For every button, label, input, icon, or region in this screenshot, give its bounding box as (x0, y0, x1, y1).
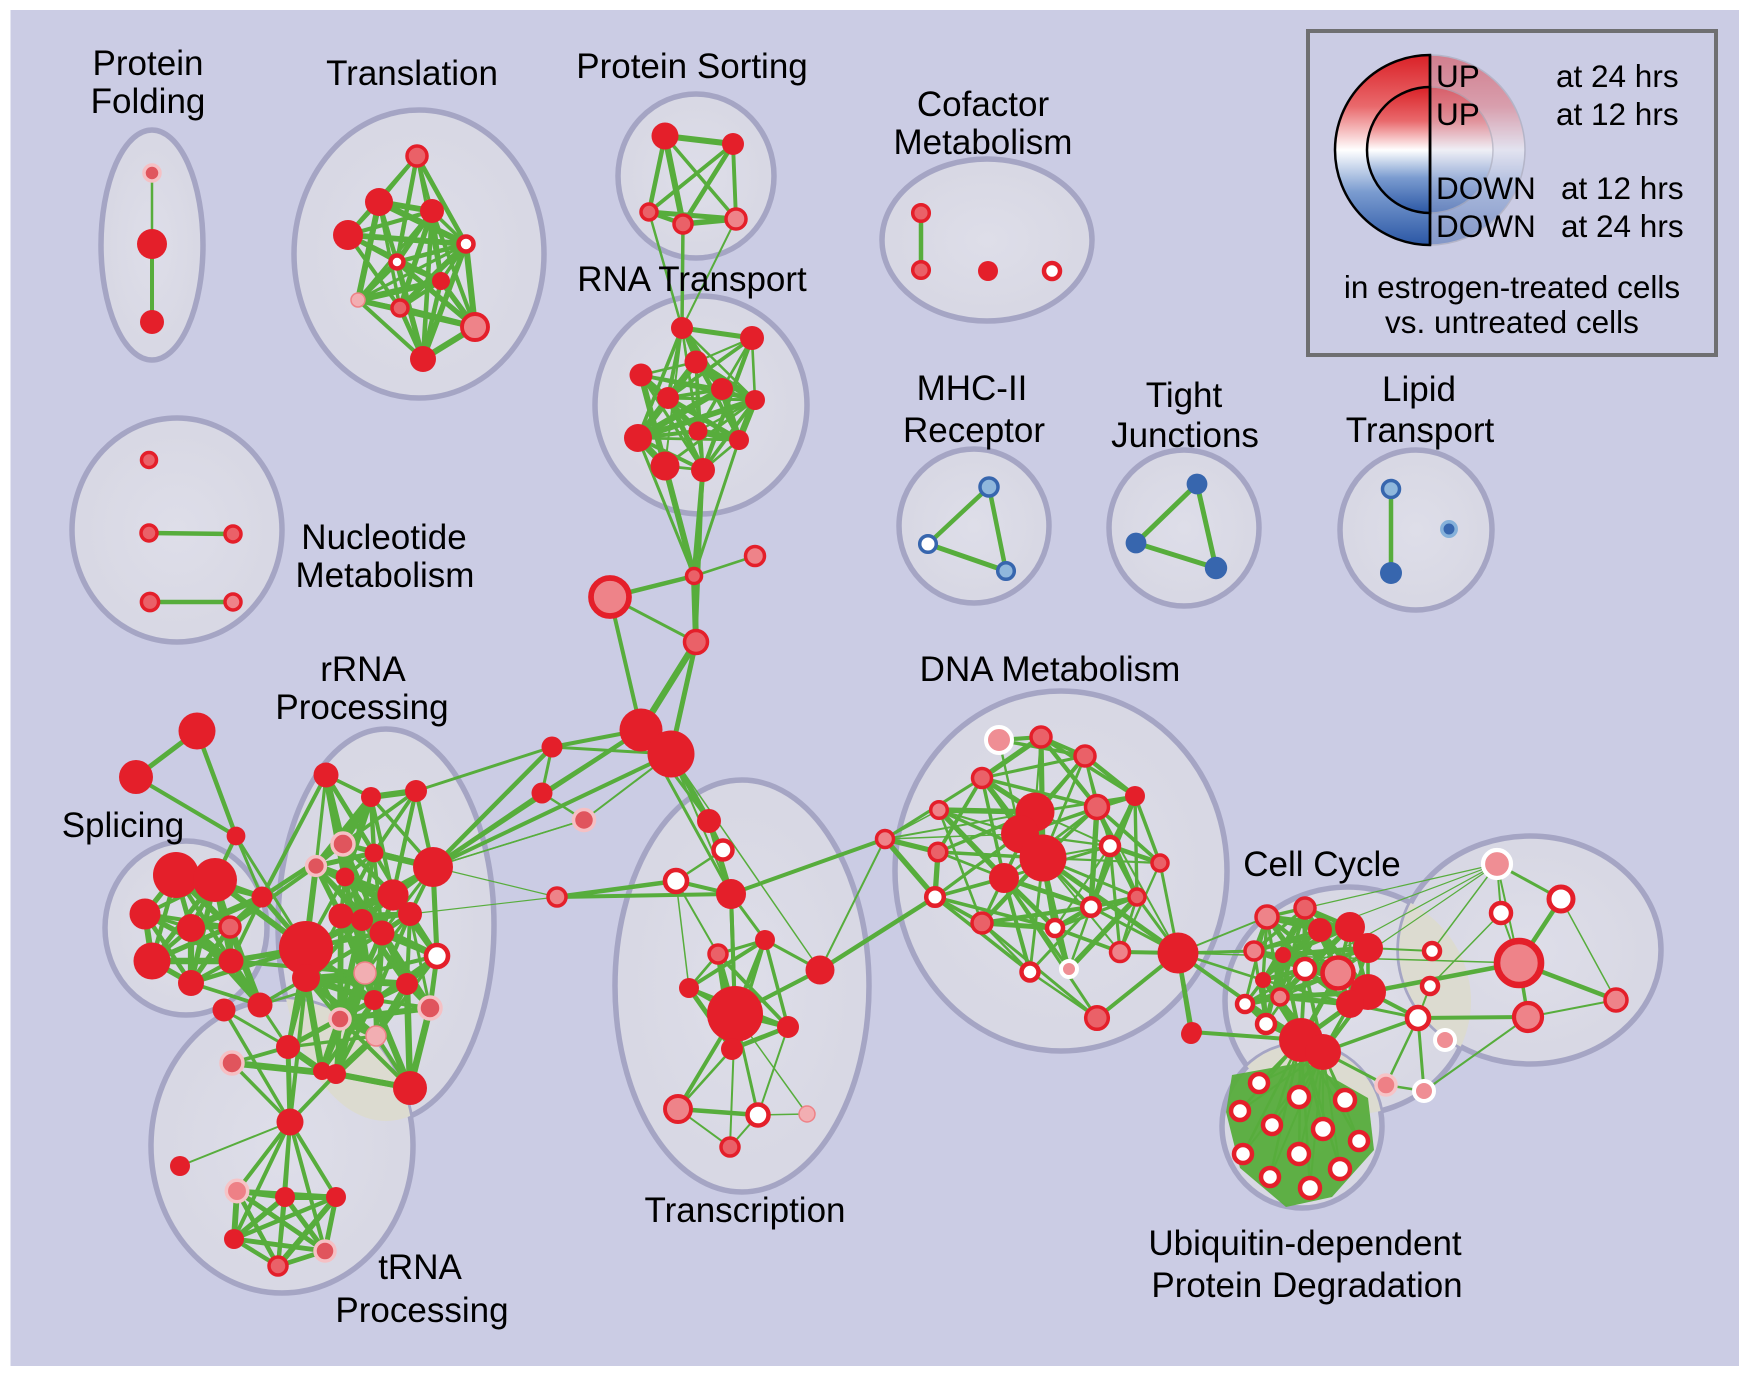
svg-text:at 24 hrs: at 24 hrs (1556, 58, 1679, 94)
svg-text:tRNA: tRNA (378, 1248, 462, 1287)
svg-text:Tight: Tight (1146, 376, 1223, 415)
svg-text:DOWN: DOWN (1436, 170, 1536, 206)
svg-text:Protein Sorting: Protein Sorting (576, 47, 808, 86)
svg-text:DOWN: DOWN (1436, 208, 1536, 244)
svg-text:Nucleotide: Nucleotide (301, 518, 466, 557)
svg-text:Lipid: Lipid (1382, 370, 1456, 409)
svg-text:Folding: Folding (91, 82, 206, 121)
svg-text:Protein: Protein (93, 44, 204, 83)
svg-text:DNA Metabolism: DNA Metabolism (920, 650, 1181, 689)
svg-text:Junctions: Junctions (1111, 416, 1259, 455)
svg-text:Processing: Processing (335, 1291, 508, 1330)
svg-text:in estrogen-treated cells: in estrogen-treated cells (1344, 269, 1680, 305)
svg-text:UP: UP (1436, 96, 1480, 132)
svg-text:at 24 hrs: at 24 hrs (1561, 208, 1684, 244)
svg-text:Cofactor: Cofactor (917, 85, 1050, 124)
svg-text:at 12 hrs: at 12 hrs (1561, 170, 1684, 206)
svg-text:MHC-II: MHC-II (917, 369, 1028, 408)
svg-text:Metabolism: Metabolism (894, 123, 1073, 162)
svg-text:Transcription: Transcription (645, 1191, 846, 1230)
svg-text:Protein Degradation: Protein Degradation (1151, 1266, 1462, 1305)
svg-text:RNA Transport: RNA Transport (577, 260, 807, 299)
svg-text:Translation: Translation (326, 54, 498, 93)
svg-text:Processing: Processing (275, 688, 448, 727)
svg-text:Ubiquitin-dependent: Ubiquitin-dependent (1148, 1224, 1462, 1263)
svg-text:Cell Cycle: Cell Cycle (1243, 845, 1401, 884)
svg-text:at 12 hrs: at 12 hrs (1556, 96, 1679, 132)
svg-text:Metabolism: Metabolism (296, 556, 475, 595)
svg-text:Splicing: Splicing (62, 806, 185, 845)
svg-text:vs. untreated cells: vs. untreated cells (1385, 304, 1639, 340)
svg-text:rRNA: rRNA (320, 650, 406, 689)
svg-text:Transport: Transport (1346, 411, 1495, 450)
svg-text:UP: UP (1436, 58, 1480, 94)
svg-text:Receptor: Receptor (903, 411, 1045, 450)
